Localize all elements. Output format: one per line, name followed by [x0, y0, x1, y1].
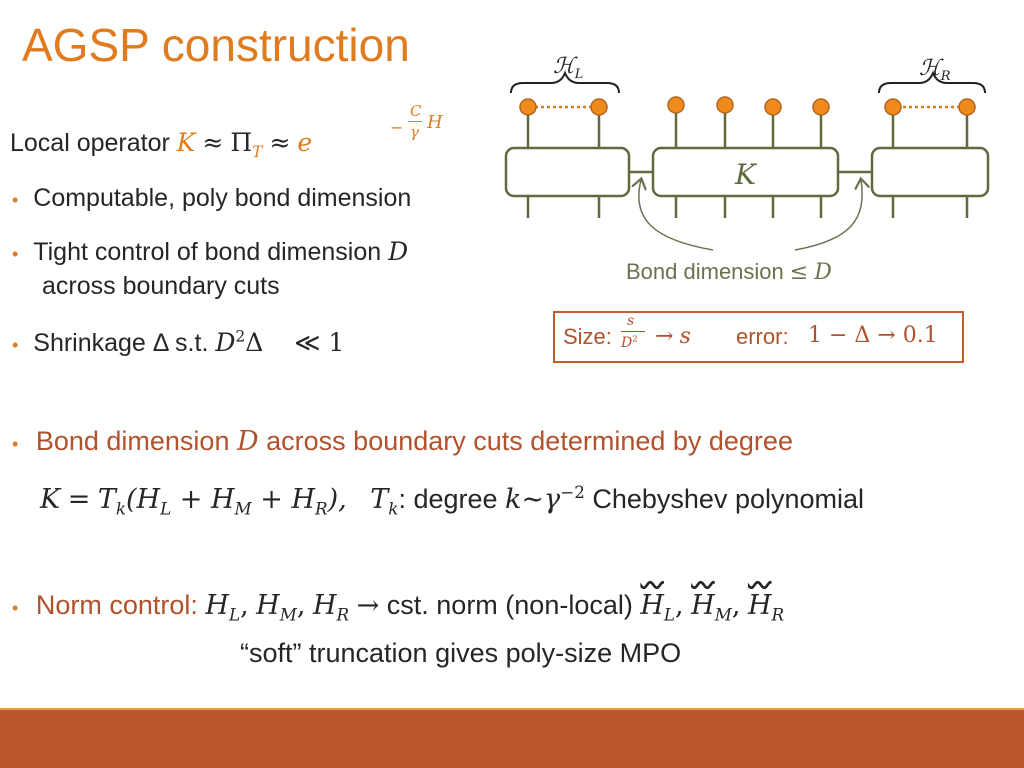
exp-numerator: C — [410, 102, 422, 120]
bullet-tight-control: • Tight control of bond dimension D — [12, 237, 408, 267]
bullet-dot: • — [12, 598, 19, 618]
norm-middle-text: cst. norm (non-local) — [386, 590, 633, 620]
bullet-dot: • — [12, 190, 19, 210]
left-brace — [510, 70, 620, 94]
bullet-text: Shrinkage Δ s.t. — [33, 329, 209, 357]
k-label: K — [734, 158, 758, 191]
chebyshev-formula: K = Tk(HL + HM + HR), Tk: degree k∼γ−2 C… — [40, 482, 865, 519]
size-label: Size: — [563, 324, 612, 349]
size-frac-num: s — [627, 313, 635, 329]
exp-fraction-bar — [408, 121, 422, 122]
d-symbol: D — [215, 328, 236, 357]
hr-label: ℋR — [919, 56, 951, 84]
error-expr: 1 − Δ → 0.1 — [808, 323, 938, 348]
bullet-shrinkage: • Shrinkage Δ s.t. D2Δ ≪ 1 — [12, 328, 344, 358]
size-frac-bar — [621, 331, 645, 332]
site-node — [812, 98, 830, 116]
site-node — [667, 96, 685, 114]
right-tensor — [870, 146, 990, 198]
site-node — [884, 98, 902, 116]
exp-denominator: γ — [410, 123, 419, 141]
bullet-text: Computable, poly bond dimension — [33, 184, 412, 212]
approx-symbol: ≈ — [202, 128, 224, 157]
soft-truncation-line: “soft” truncation gives poly-size MPO — [240, 638, 682, 668]
local-operator-line: Local operator K ≈ ΠT ≈ e — [10, 128, 313, 161]
footer-band — [0, 710, 1024, 768]
site-node — [764, 98, 782, 116]
site-node — [958, 98, 976, 116]
right-brace — [878, 70, 986, 94]
bullet-text-cont: across boundary cuts determined by degre… — [266, 426, 793, 456]
bullet-text: Tight control of bond dimension — [33, 238, 382, 266]
size-frac-den: D2 — [621, 334, 638, 351]
left-tensor — [504, 146, 631, 198]
d-symbol: D — [388, 237, 409, 266]
hl-label: ℋL — [553, 54, 583, 82]
pi-symbol: Π — [230, 128, 253, 157]
bullet-tight-control-cont: across boundary cuts — [42, 272, 280, 300]
k-symbol: K — [176, 128, 196, 157]
bond-arrow-left — [639, 180, 714, 251]
page-title: AGSP construction — [22, 19, 410, 71]
delta-symbol: Δ — [245, 328, 264, 357]
d-squared: 2 — [235, 327, 246, 346]
exp-base: e — [297, 128, 313, 157]
error-label: error: — [736, 324, 789, 349]
pi-subscript: T — [252, 143, 263, 161]
mps-tensor-diagram: ℋL ℋR — [504, 54, 990, 285]
exp-H: H — [427, 112, 443, 133]
size-error-box — [553, 311, 964, 363]
bullet-norm-control: • Norm control: HL, HM, HR → cst. norm (… — [12, 590, 785, 625]
site-node — [716, 96, 734, 114]
site-node — [590, 98, 608, 116]
bond-dimension-label: Bond dimension≤D — [626, 259, 832, 285]
bullet-dot: • — [12, 335, 19, 355]
local-operator-label: Local operator — [10, 129, 170, 157]
size-arrow: → s — [655, 324, 691, 349]
bullet-dot: • — [12, 244, 19, 264]
norm-control-label: Norm control: — [35, 590, 198, 620]
d-symbol: D — [236, 426, 259, 457]
bond-arrow-right — [794, 180, 862, 251]
bullet-computable: • Computable, poly bond dimension — [12, 184, 411, 213]
bullet-dot: • — [12, 434, 19, 454]
approx-symbol-2: ≈ — [269, 128, 291, 157]
bullet-bond-dimension: • Bond dimension D across boundary cuts … — [12, 426, 793, 457]
site-node — [519, 98, 537, 116]
bullet-text: Bond dimension — [35, 426, 230, 456]
exp-minus: − — [390, 118, 404, 137]
much-less-than: ≪ 1 — [294, 328, 345, 357]
